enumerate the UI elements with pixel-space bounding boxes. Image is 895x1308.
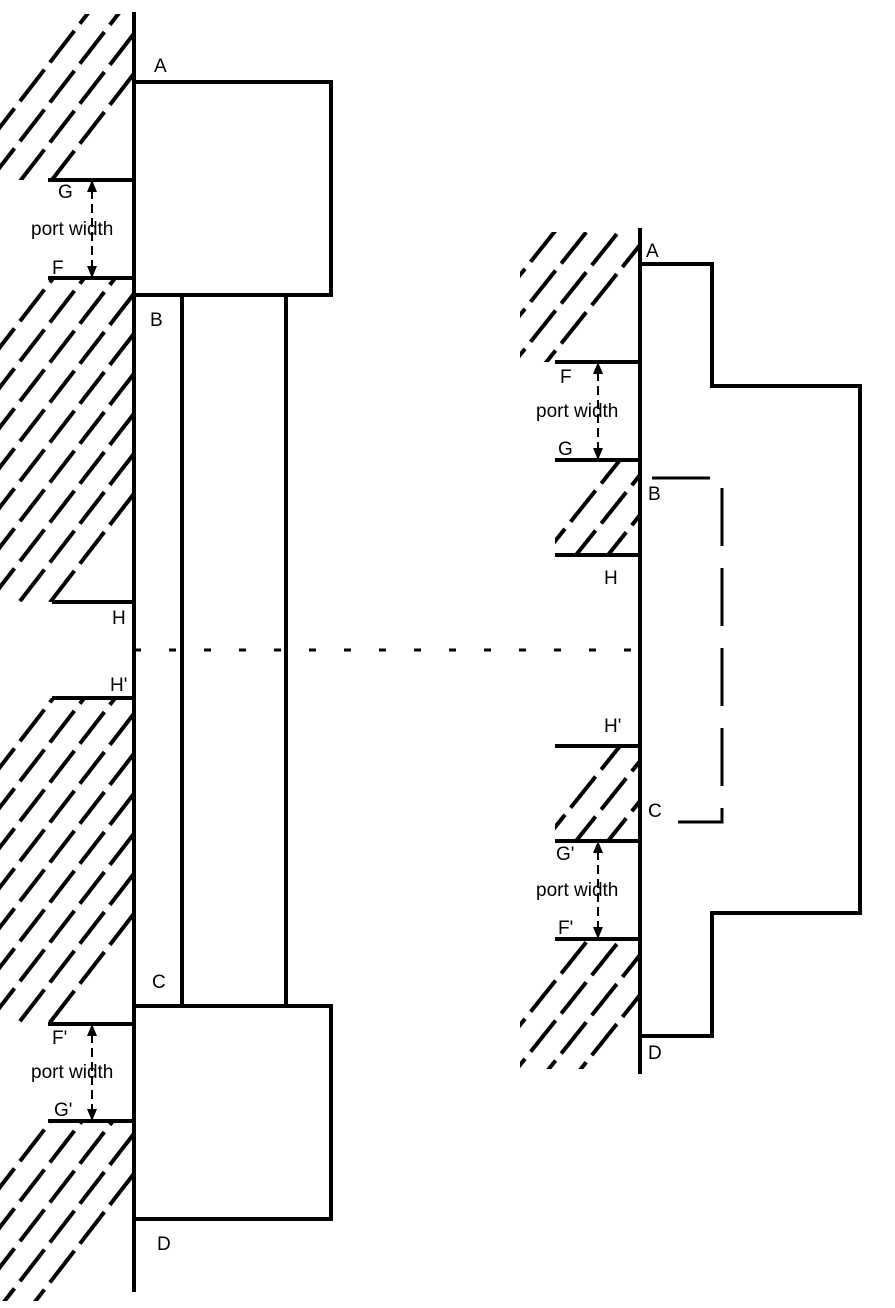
right-label-h-prime: H': [604, 716, 621, 737]
right-hatch-wall-upper: [555, 460, 640, 555]
left-hatch-wall-upper: [0, 278, 134, 602]
right-port-width-arrow-top: [593, 362, 603, 460]
right-label-g: G: [558, 439, 573, 460]
right-port-width-label-bottom: port width: [536, 880, 618, 901]
left-port-width-label-bottom: port width: [31, 1062, 113, 1083]
left-label-f: F: [52, 258, 64, 279]
left-hatch-wall-bottom: [0, 1121, 134, 1301]
left-valve: A G port width F B H H' C F' port width …: [0, 12, 333, 1301]
left-hatch-wall-top: [0, 14, 134, 180]
right-label-d: D: [648, 1043, 662, 1064]
left-label-h-prime: H': [110, 675, 127, 696]
right-label-g-prime: G': [556, 844, 574, 865]
right-hatch-wall-bottom: [520, 939, 640, 1069]
right-label-c: C: [648, 801, 662, 822]
left-label-d: D: [157, 1234, 171, 1255]
right-port-width-label-top: port width: [536, 401, 618, 422]
right-label-a: A: [646, 241, 659, 262]
left-spool-land-bottom: [132, 1004, 333, 1221]
left-label-c: C: [152, 972, 166, 993]
left-spool-land-top: [132, 80, 333, 297]
right-label-b: B: [648, 484, 661, 505]
left-hatch-wall-lower: [0, 698, 134, 1024]
left-port-width-arrow-bottom: [87, 1024, 97, 1121]
right-hidden-passage: [652, 476, 724, 824]
right-hatch-wall-top: [520, 232, 640, 362]
left-label-g-prime: G': [54, 1100, 72, 1121]
left-port-width-label-top: port width: [31, 219, 113, 240]
right-label-f: F: [560, 367, 572, 388]
left-label-a: A: [154, 56, 167, 77]
right-valve: A F port width G B H H' C G' port width …: [520, 228, 862, 1074]
right-spool-outline: [638, 262, 862, 1038]
left-label-h: H: [112, 608, 126, 629]
right-port-width-arrow-bottom: [593, 841, 603, 939]
right-label-h: H: [604, 568, 618, 589]
right-hatch-wall-lower: [555, 746, 640, 841]
left-label-b: B: [150, 310, 163, 331]
left-port-width-arrow-top: [87, 180, 97, 278]
left-label-g: G: [58, 182, 73, 203]
left-label-f-prime: F': [52, 1028, 67, 1049]
right-label-f-prime: F': [558, 918, 573, 939]
